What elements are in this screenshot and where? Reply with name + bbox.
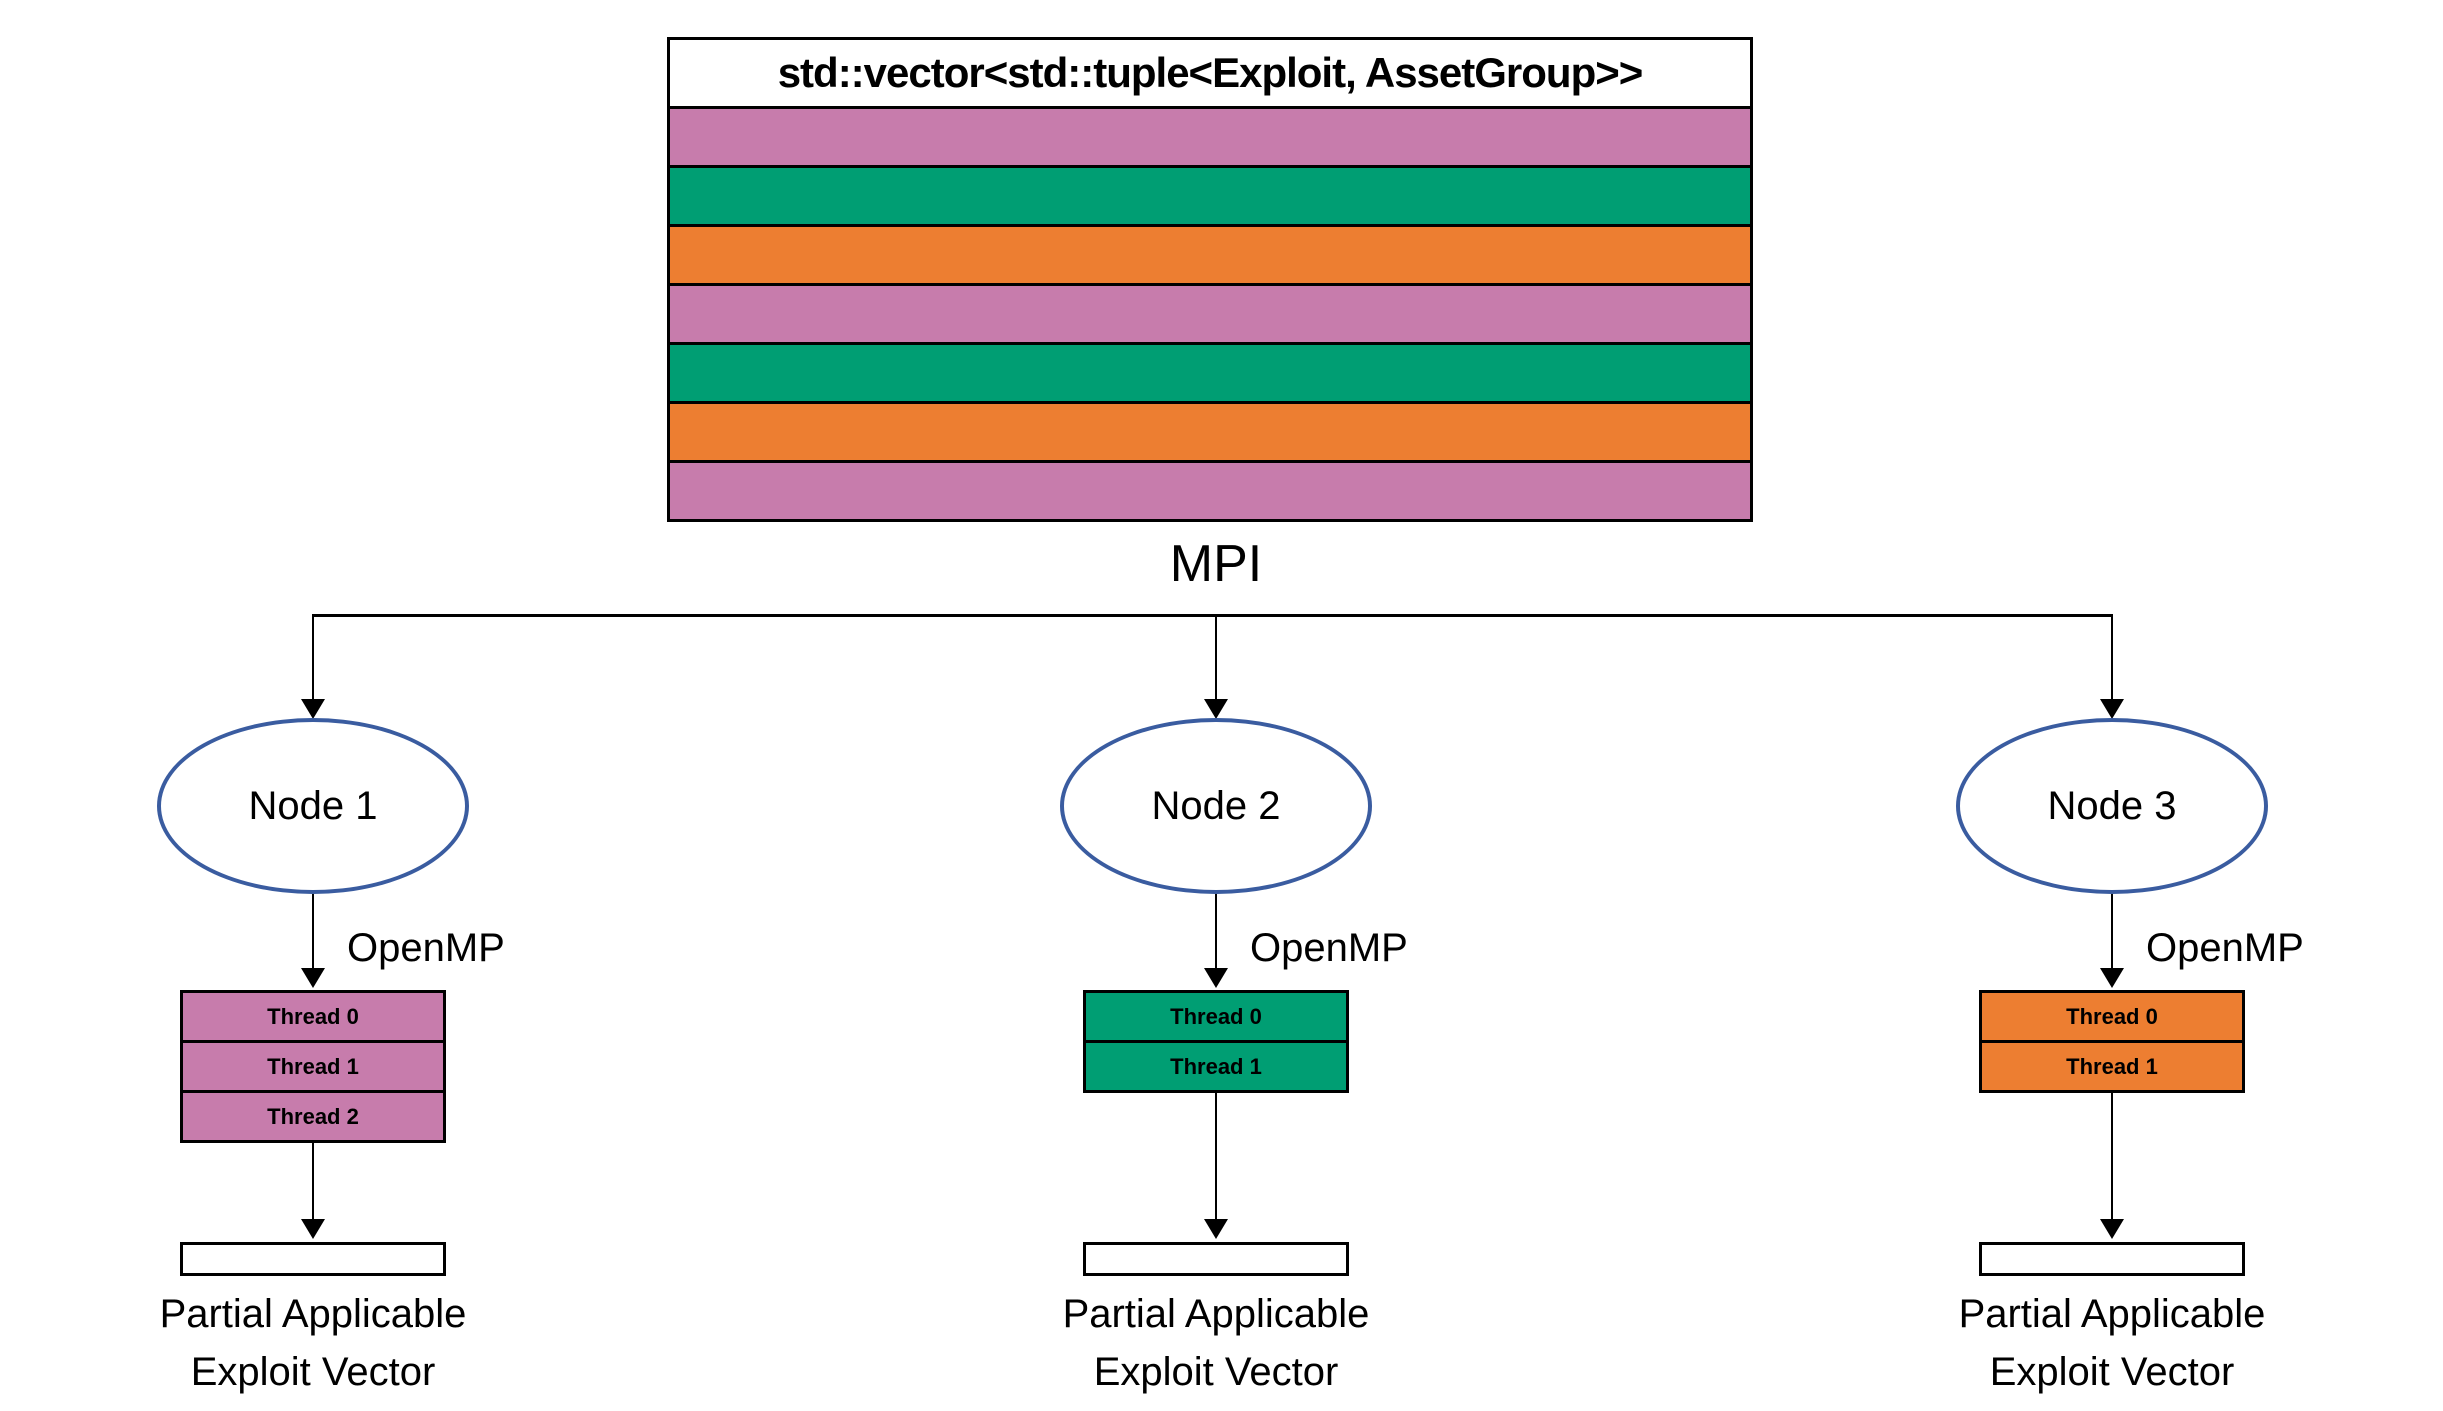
- vector-stripe-0: [670, 109, 1750, 168]
- arrowhead-down-icon: [1204, 699, 1228, 719]
- tuple-vector-title: std::vector<std::tuple<Exploit, AssetGro…: [670, 40, 1750, 109]
- vector-stripe-3: [670, 286, 1750, 345]
- node-3-label: Node 3: [2047, 783, 2177, 828]
- tuple-vector-box: std::vector<std::tuple<Exploit, AssetGro…: [667, 37, 1753, 522]
- node-to-threads-line: [2111, 894, 2113, 970]
- thread-row: Thread 0: [1086, 993, 1346, 1040]
- thread-row: Thread 2: [183, 1090, 443, 1140]
- vector-stripe-1: [670, 168, 1750, 227]
- node-3-thread-stack: Thread 0 Thread 1: [1979, 990, 2245, 1093]
- openmp-label: OpenMP: [2146, 926, 2304, 970]
- thread-row: Thread 1: [1982, 1040, 2242, 1090]
- node-1-thread-stack: Thread 0 Thread 1 Thread 2: [180, 990, 446, 1143]
- node-1-ellipse: Node 1: [157, 718, 469, 894]
- branch-connector-line: [1215, 614, 1217, 702]
- node-2-thread-stack: Thread 0 Thread 1: [1083, 990, 1349, 1093]
- partial-label-line1: Partial Applicable: [1062, 1292, 1370, 1336]
- arrowhead-down-icon: [1204, 1219, 1228, 1239]
- threads-to-output-line: [2111, 1093, 2113, 1221]
- vector-stripe-2: [670, 227, 1750, 286]
- openmp-label: OpenMP: [1250, 926, 1408, 970]
- partial-label-line2: Exploit Vector: [1093, 1350, 1339, 1394]
- node-2-ellipse: Node 2: [1060, 718, 1372, 894]
- branch-connector-line: [312, 614, 314, 702]
- arrowhead-down-icon: [2100, 968, 2124, 988]
- arrowhead-down-icon: [301, 1219, 325, 1239]
- node-1-label: Node 1: [248, 783, 378, 828]
- arrowhead-down-icon: [301, 699, 325, 719]
- vector-stripe-6: [670, 463, 1750, 519]
- partial-label-line2: Exploit Vector: [190, 1350, 436, 1394]
- node-3-ellipse: Node 3: [1956, 718, 2268, 894]
- arrowhead-down-icon: [2100, 699, 2124, 719]
- thread-row: Thread 1: [1086, 1040, 1346, 1090]
- thread-row: Thread 0: [1982, 993, 2242, 1040]
- arrowhead-down-icon: [2100, 1219, 2124, 1239]
- vector-stripe-4: [670, 345, 1750, 404]
- partial-label-line1: Partial Applicable: [1958, 1292, 2266, 1336]
- threads-to-output-line: [312, 1143, 314, 1221]
- threads-to-output-line: [1215, 1093, 1217, 1221]
- partial-exploit-vector-rect: [180, 1242, 446, 1276]
- partial-label-line2: Exploit Vector: [1989, 1350, 2235, 1394]
- partial-label-line1: Partial Applicable: [159, 1292, 467, 1336]
- arrowhead-down-icon: [1204, 968, 1228, 988]
- mpi-branch-line: [312, 614, 2113, 617]
- thread-row: Thread 0: [183, 993, 443, 1040]
- node-to-threads-line: [1215, 894, 1217, 970]
- vector-stripe-5: [670, 404, 1750, 463]
- partial-exploit-vector-rect: [1083, 1242, 1349, 1276]
- partial-exploit-vector-rect: [1979, 1242, 2245, 1276]
- mpi-label: MPI: [1169, 535, 1263, 593]
- node-to-threads-line: [312, 894, 314, 970]
- thread-row: Thread 1: [183, 1040, 443, 1090]
- arrowhead-down-icon: [301, 968, 325, 988]
- node-2-label: Node 2: [1151, 783, 1281, 828]
- openmp-label: OpenMP: [347, 926, 505, 970]
- branch-connector-line: [2111, 614, 2113, 702]
